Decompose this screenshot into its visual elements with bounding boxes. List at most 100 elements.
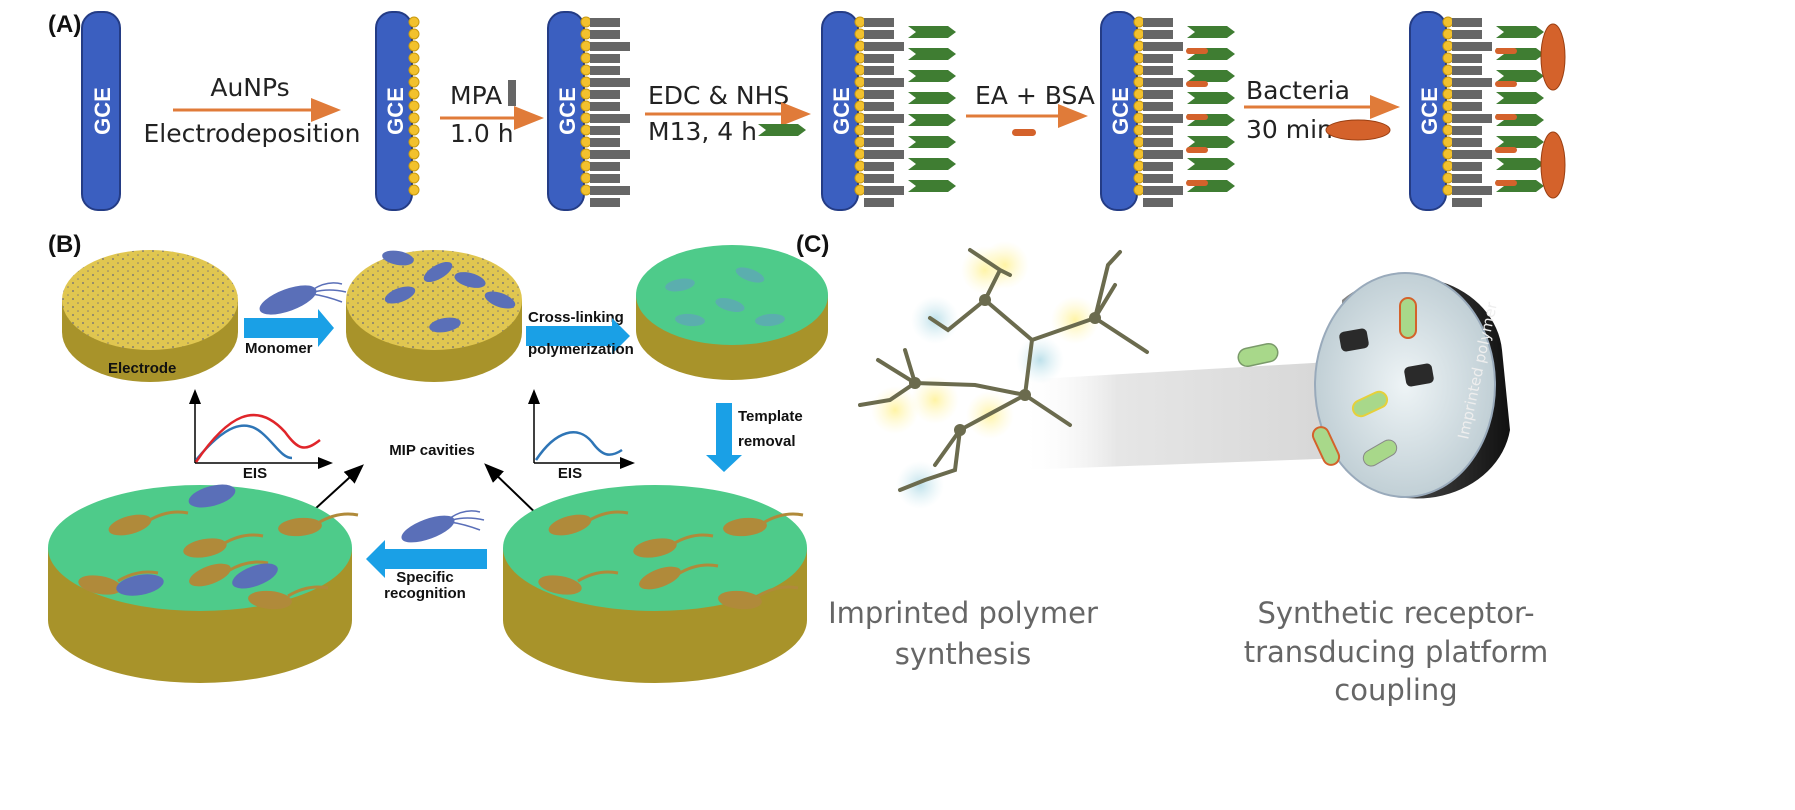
mpa-chain <box>1452 30 1482 39</box>
gold-nanoparticle <box>854 136 866 148</box>
gold-nanoparticle <box>1133 16 1145 28</box>
gold-nanoparticle <box>1442 112 1454 124</box>
mpa-chain <box>1143 186 1183 195</box>
bsa-blocker <box>1495 147 1517 153</box>
bsa-blocker <box>1186 48 1208 54</box>
mpa-chain <box>1452 66 1482 75</box>
gold-nanoparticle <box>580 148 592 160</box>
bsa-blocker <box>1495 81 1517 87</box>
step4-label-top: EA + BSA <box>975 81 1095 110</box>
step3-label-bottom: M13, 4 h <box>648 117 757 146</box>
free-bacterium-icon <box>1237 342 1279 368</box>
mpa-chain <box>864 66 894 75</box>
eis-right-label: EIS <box>558 465 582 482</box>
bsa-blocker <box>1186 81 1208 87</box>
phage <box>908 136 956 148</box>
polymer-glow <box>1051 296 1099 344</box>
gold-nanoparticle <box>1442 124 1454 136</box>
gold-nanoparticle <box>408 40 420 52</box>
step2-label-bottom: 1.0 h <box>450 119 514 148</box>
gold-nanoparticle <box>580 100 592 112</box>
gold-nanoparticle <box>1133 76 1145 88</box>
step5-label-bottom: 30 min <box>1246 115 1333 144</box>
mpa-chain <box>864 174 894 183</box>
embedded-bacterium <box>735 267 765 283</box>
polymer-glow <box>871 386 919 434</box>
template-bacterium <box>423 261 453 283</box>
gold-nanoparticle <box>1133 172 1145 184</box>
mpa-chain <box>590 138 620 147</box>
monomer-arrow <box>244 309 334 347</box>
template-bacterium <box>382 250 414 266</box>
gce-electrode-phage: GCE <box>821 11 956 211</box>
m13-phage-icon <box>758 124 806 136</box>
mpa-chain <box>1143 66 1173 75</box>
gold-nanoparticle <box>854 112 866 124</box>
gold-nanoparticle <box>1133 124 1145 136</box>
eis-left-label: EIS <box>243 465 267 482</box>
template-removal-label-1: Template <box>738 408 803 425</box>
bound-bacterium <box>232 563 278 589</box>
mpa-chain <box>864 102 894 111</box>
mip-cavity <box>78 575 122 595</box>
gold-nanoparticle <box>408 172 420 184</box>
eis-curve-red <box>194 413 321 463</box>
gold-nanoparticle <box>580 28 592 40</box>
phage <box>908 48 956 60</box>
polymer-disk <box>636 245 828 380</box>
gold-nanoparticle <box>408 112 420 124</box>
mpa-chain <box>864 42 904 51</box>
crosslinking-arrow <box>526 318 630 354</box>
phage <box>908 114 956 126</box>
panel-c-label: (C) <box>796 231 829 258</box>
template-bacterium <box>384 286 416 304</box>
gold-nanoparticle <box>1442 40 1454 52</box>
mpa-chain <box>590 150 630 159</box>
mpa-chain <box>864 162 894 171</box>
mpa-chain <box>1143 78 1183 87</box>
gold-nanoparticle <box>1442 88 1454 100</box>
gold-nanoparticle <box>854 160 866 172</box>
gold-nanoparticle <box>1442 64 1454 76</box>
svg-text:GCE: GCE <box>383 87 408 135</box>
gold-nanoparticle <box>408 64 420 76</box>
gold-nanoparticle <box>408 136 420 148</box>
mpa-chain <box>864 150 904 159</box>
eis-plot-right: EIS <box>528 389 635 482</box>
phage <box>1496 136 1544 148</box>
mip-cavity <box>633 538 677 558</box>
step1-label-top: AuNPs <box>210 73 289 102</box>
mip-cavity <box>718 590 762 610</box>
phage <box>1496 92 1544 104</box>
mpa-chain <box>1452 186 1492 195</box>
bsa-blocker <box>1186 180 1208 186</box>
template-bacterium <box>484 291 516 309</box>
gold-nanoparticle <box>854 172 866 184</box>
gold-nanoparticle <box>408 160 420 172</box>
bacteria-icon <box>1325 119 1391 141</box>
mip-cavity <box>183 538 227 558</box>
bound-bacterium <box>116 574 164 596</box>
caption-right-line3: coupling <box>1334 673 1457 707</box>
gold-nanoparticle <box>1442 172 1454 184</box>
mip-cavity-disk <box>503 485 807 683</box>
mpa-chain <box>1452 114 1492 123</box>
step1-label-bottom: Electrodeposition <box>144 119 361 148</box>
mpa-chain <box>1452 54 1482 63</box>
step3-label-top: EDC & NHS <box>648 81 789 110</box>
gold-nanoparticle <box>1133 88 1145 100</box>
polymer-glow <box>896 461 944 509</box>
gold-nanoparticle <box>1133 52 1145 64</box>
mpa-chain <box>1143 42 1183 51</box>
polymer-glow <box>1016 336 1064 384</box>
specific-recognition-label-1: Specific <box>396 569 454 586</box>
mpa-chain <box>864 18 894 27</box>
gold-nanoparticle <box>408 88 420 100</box>
mpa-chain <box>1143 114 1183 123</box>
mpa-chain <box>1452 150 1492 159</box>
specific-recognition-arrow <box>366 540 487 578</box>
mpa-chain <box>590 114 630 123</box>
phage <box>908 70 956 82</box>
mpa-chain <box>1143 18 1173 27</box>
